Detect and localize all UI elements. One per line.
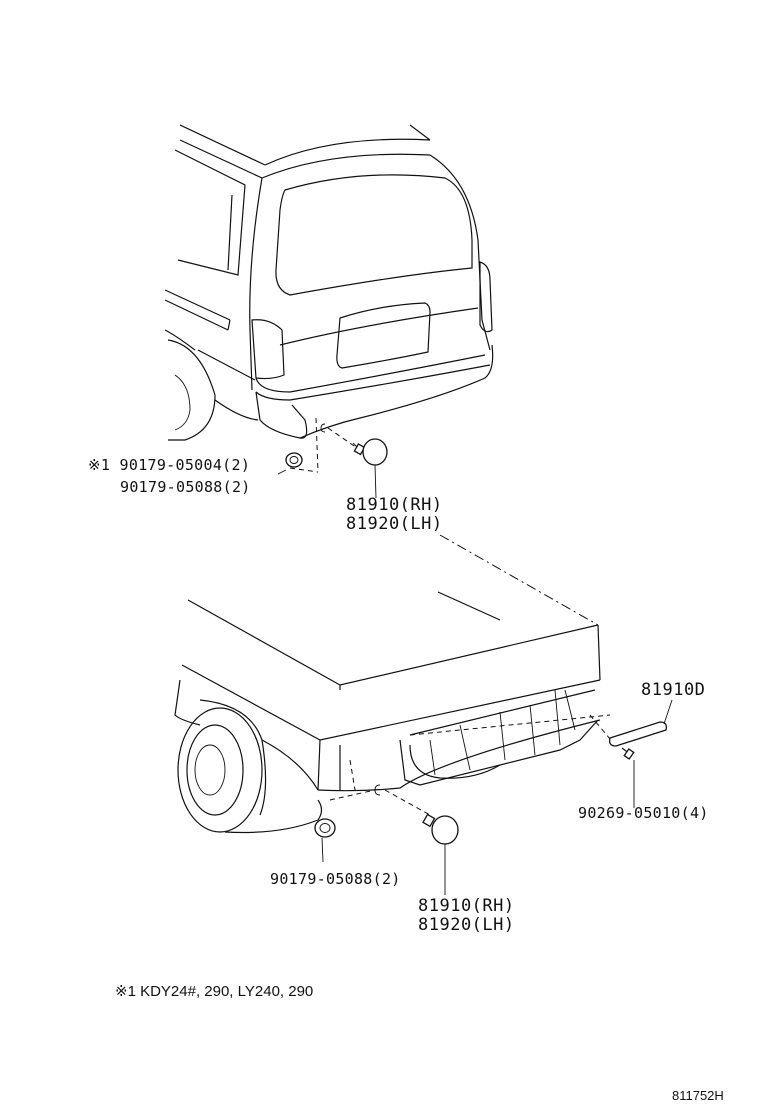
diagram-code: 811752H bbox=[672, 1088, 724, 1103]
bottom-clip-part bbox=[314, 818, 336, 863]
top-reflector-part bbox=[352, 438, 388, 499]
label-top-lh: 81920(LH) bbox=[346, 514, 443, 534]
footnote: ※1 KDY24#, 290, LY240, 290 bbox=[115, 983, 314, 1000]
label-bracket: 81910D bbox=[641, 680, 706, 700]
van-rear-illustration bbox=[164, 124, 494, 473]
bottom-reflector-part bbox=[422, 813, 459, 895]
leader-line bbox=[439, 534, 599, 626]
label-bottom-lh: 81920(LH) bbox=[418, 915, 515, 935]
label-bottom-rh: 81910(RH) bbox=[418, 896, 515, 916]
bracket-part bbox=[608, 699, 673, 747]
screw-part bbox=[621, 747, 635, 808]
label-top-rh: 81910(RH) bbox=[346, 495, 443, 515]
label-top-clip-star: ※1 90179-05004(2) bbox=[88, 456, 251, 474]
label-top-clip: 90179-05088(2) bbox=[120, 478, 251, 496]
label-bottom-clip: 90179-05088(2) bbox=[270, 870, 401, 888]
top-clip-part bbox=[277, 452, 303, 475]
truck-rear-illustration bbox=[174, 591, 616, 834]
label-screw: 90269-05010(4) bbox=[578, 804, 709, 822]
